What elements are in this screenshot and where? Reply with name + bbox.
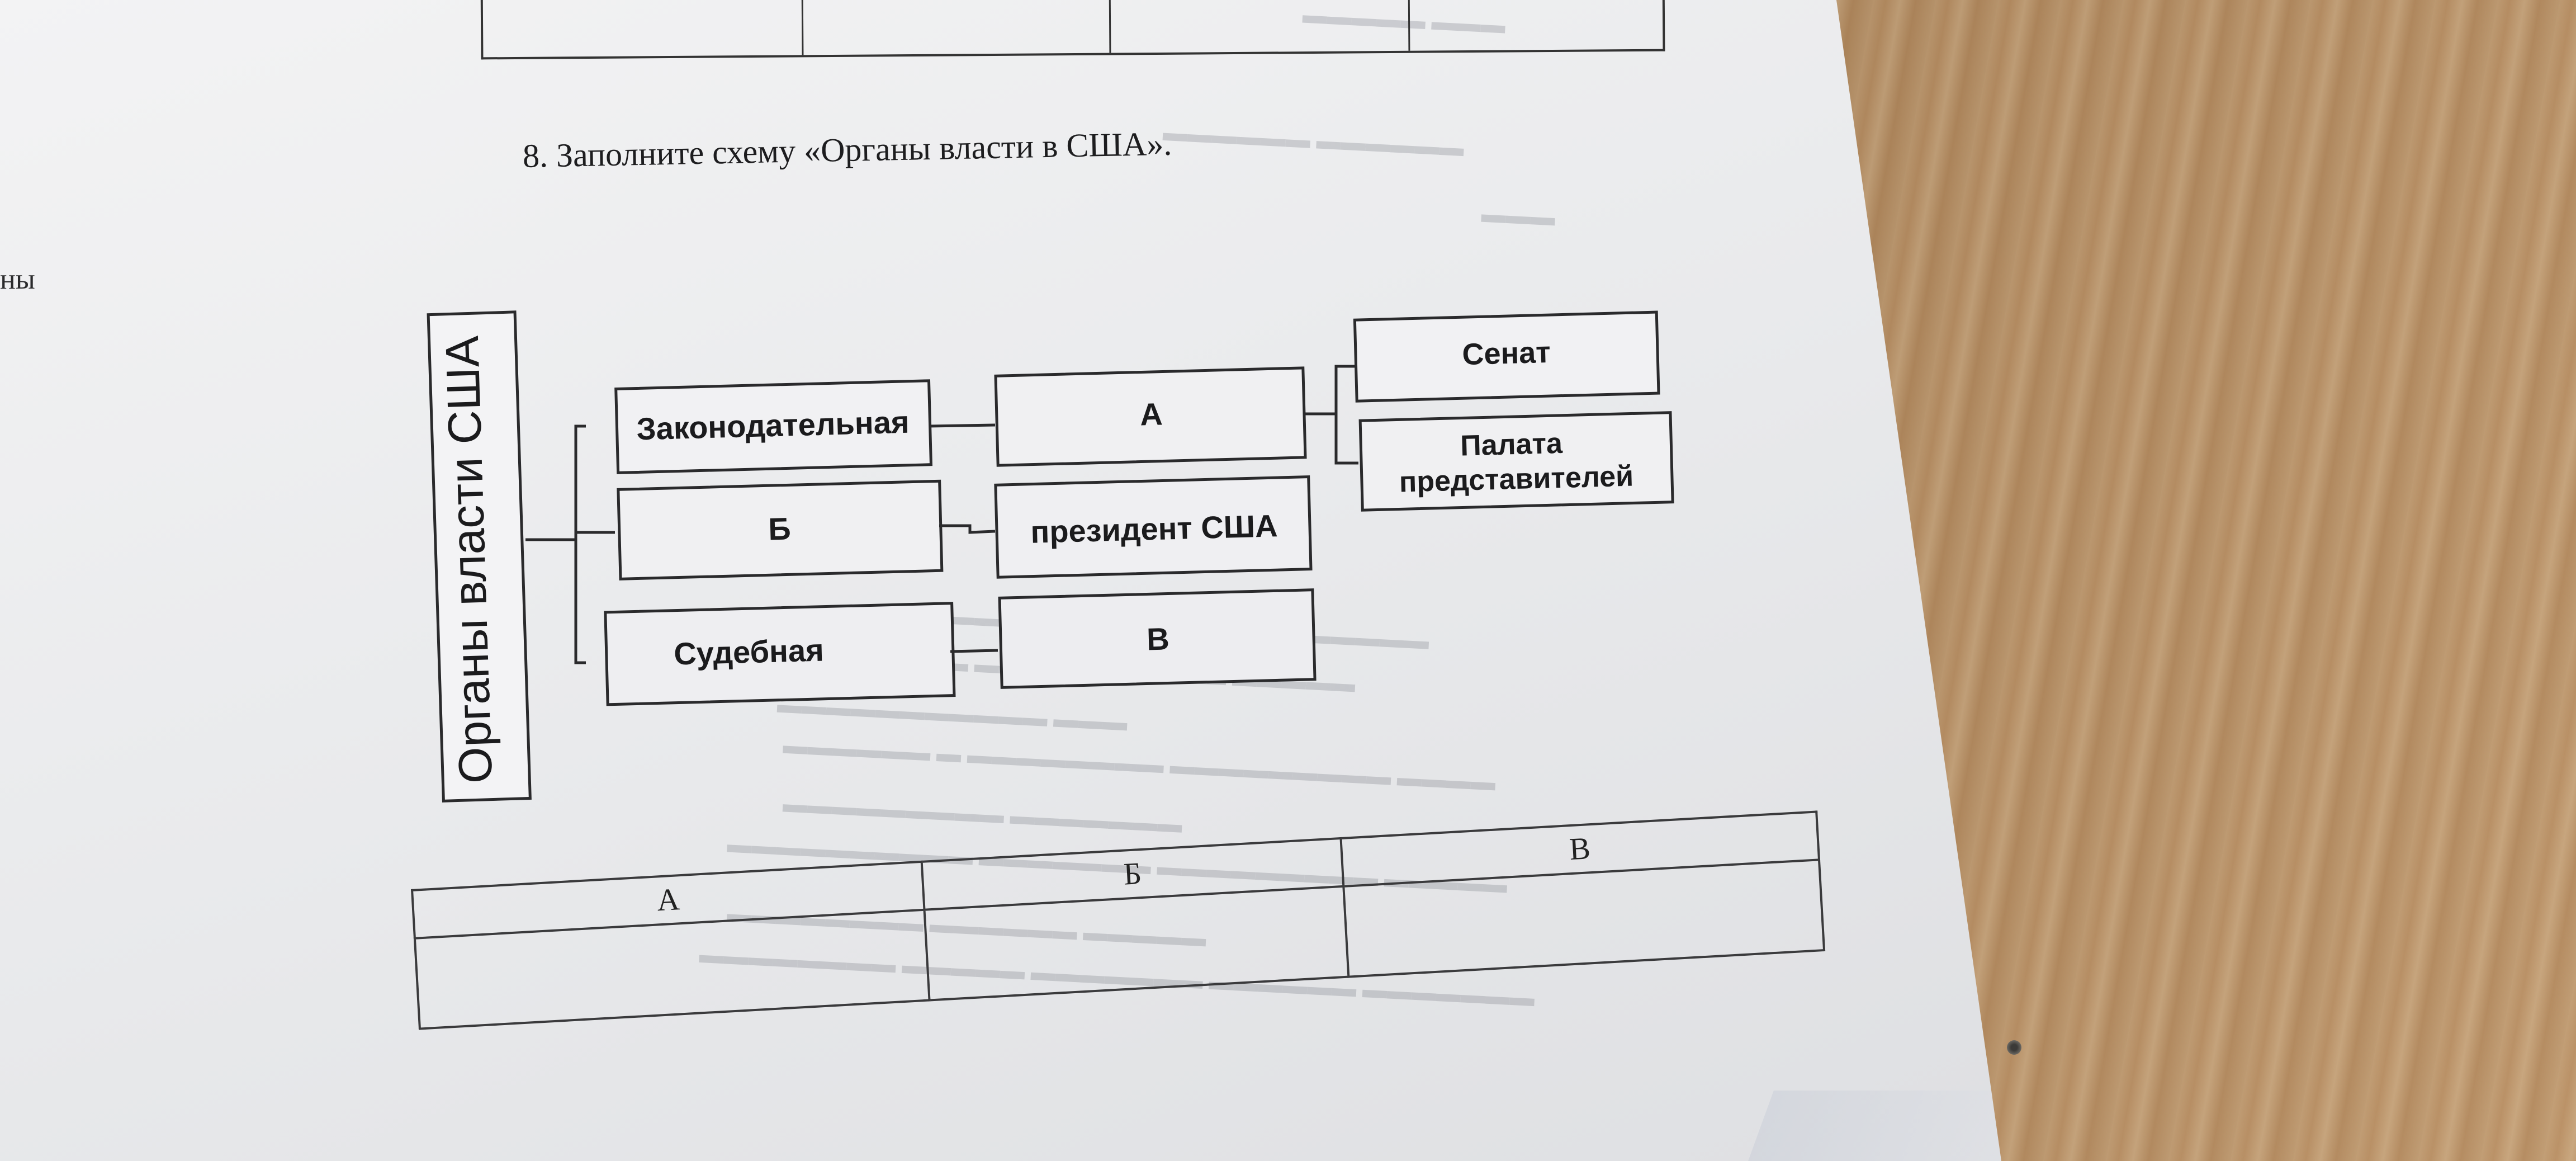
target-box-president	[994, 475, 1313, 579]
chamber-box-house	[1358, 411, 1674, 512]
target-label-president: президент США	[1030, 508, 1278, 550]
branch-label-legislative: Законодательная	[636, 404, 910, 447]
connector-line	[929, 423, 996, 428]
chamber-label-house: Палата представителей	[1398, 426, 1633, 499]
connector-line	[1334, 365, 1358, 465]
root-box	[427, 310, 532, 803]
target-box-v	[998, 588, 1317, 689]
chamber-label-house-line-1: Палата	[1460, 427, 1564, 462]
chamber-label-senate: Сенат	[1462, 336, 1551, 371]
branch-box-legislative	[614, 379, 933, 474]
target-label-v: В	[1146, 621, 1169, 657]
branch-label-b: Б	[768, 511, 792, 546]
chamber-label-house-line-2: представителей	[1399, 460, 1634, 499]
table-screw	[2007, 1040, 2021, 1055]
target-label-a: А	[1139, 396, 1163, 432]
target-box-a	[994, 366, 1307, 467]
connector-line	[950, 649, 998, 653]
connector-line	[939, 524, 996, 534]
chamber-box-senate	[1353, 310, 1660, 403]
branch-label-judicial: Судебная	[674, 633, 825, 672]
branch-box-judicial	[604, 602, 956, 706]
connector-line	[574, 424, 586, 664]
margin-text-fragment: ны	[0, 263, 35, 295]
